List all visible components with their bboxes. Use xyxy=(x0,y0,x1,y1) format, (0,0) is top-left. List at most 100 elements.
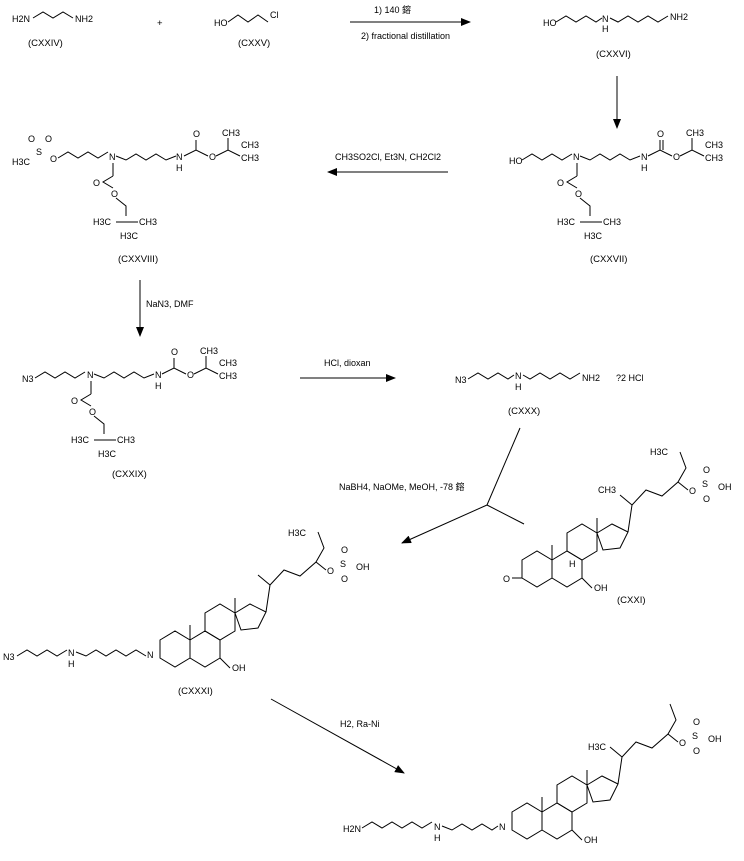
carbamate-bond xyxy=(647,149,673,157)
compound-label: (CXXI) xyxy=(617,595,646,606)
hydrogen-atom: H xyxy=(569,559,576,569)
amine-atom: N xyxy=(147,650,154,660)
chlorine-atom: Cl xyxy=(270,10,279,20)
sulfur-atom: S xyxy=(692,731,698,741)
compound-cxxv: HO Cl (CXXV) xyxy=(214,10,279,49)
amine-atom: N xyxy=(573,152,580,162)
chain-bond xyxy=(521,153,573,161)
carbamate-bond xyxy=(183,149,209,157)
methyl-group: H3C xyxy=(120,231,139,241)
hydroxyl-bond xyxy=(581,577,593,589)
methyl-group: CH3 xyxy=(219,358,237,368)
oxygen-atom: O xyxy=(50,154,57,164)
compound-cxxi: O OH H CH3 H3C O S O O OH (CXXI) xyxy=(503,447,732,606)
azide-group: N3 xyxy=(22,374,34,384)
amine-atom: H2N xyxy=(343,824,361,834)
compound-cxxviii: H3C S O O O N N H O O CH3 CH3 CH3 O O H3… xyxy=(12,128,259,265)
methyl-bond xyxy=(619,494,633,506)
condition-text: H2, Ra-Ni xyxy=(340,719,380,729)
hydroxyl-bond xyxy=(571,829,583,841)
oxygen-atom: O xyxy=(71,396,78,406)
oxygen-atom: O xyxy=(503,574,510,584)
methyl-group: CH3 xyxy=(139,217,157,227)
hydrogen-atom: H xyxy=(176,163,183,173)
ring-d xyxy=(234,603,267,631)
amine-atom: NH2 xyxy=(670,12,688,22)
oxygen-atom: O xyxy=(689,486,696,496)
compound-label: (CXXIX) xyxy=(112,469,147,480)
chain-bond xyxy=(75,649,147,657)
oxygen-atom: O xyxy=(575,189,582,199)
sulfur-atom: S xyxy=(36,147,42,157)
chain-bond xyxy=(555,15,603,23)
methyl-group: H3C xyxy=(588,742,607,752)
oxygen-atom: O xyxy=(341,574,348,584)
oxygen-atom: O xyxy=(693,746,700,756)
methyl-group: H3C xyxy=(584,231,603,241)
methyl-bond xyxy=(257,574,271,586)
amine-atom: N xyxy=(176,152,183,162)
reaction-arrow-6 xyxy=(401,504,488,544)
oxygen-atom: O xyxy=(679,738,686,748)
hydroxyl-bond xyxy=(219,657,231,669)
chain-bond xyxy=(16,649,68,657)
amine-atom: N xyxy=(602,14,609,24)
oxygen-atom: O xyxy=(93,178,100,188)
ring-b xyxy=(541,802,573,840)
ring-c xyxy=(566,523,598,561)
chain-bond xyxy=(227,14,269,23)
compound-product: H2N N H N OH H3C O S O O OH xyxy=(343,703,722,845)
amine-atom: N xyxy=(68,648,75,658)
compound-label: (CXXX) xyxy=(508,406,540,417)
methyl-group: CH3 xyxy=(222,128,240,138)
methyl-group: H3C xyxy=(557,217,576,227)
sulfate-bond xyxy=(667,733,679,743)
oxygen-atom: O xyxy=(341,545,348,555)
oxygen-atom: O xyxy=(193,129,200,139)
amine-atom: N xyxy=(87,370,94,380)
amine-atom: N xyxy=(641,152,648,162)
ring-a xyxy=(521,550,553,588)
hydrogen-atom: H xyxy=(155,381,162,391)
methyl-group: CH3 xyxy=(686,128,704,138)
chain-bond xyxy=(609,15,669,23)
oxygen-atom: O xyxy=(673,152,680,162)
methyl-group: H3C xyxy=(71,435,90,445)
methyl-group: H3C xyxy=(98,449,117,459)
oxygen-atom: O xyxy=(111,189,118,199)
oxygen-atom: O xyxy=(657,129,664,139)
condition-text: NaBH4, NaOMe, MeOH, -78 鎔 xyxy=(339,481,465,492)
methyl-group: CH3 xyxy=(117,435,135,445)
tbu-bond xyxy=(579,197,591,216)
reaction-arrow-7 xyxy=(270,698,405,774)
compound-cxxx: N3 N H NH2 ?2 HCl (CXXX) xyxy=(455,371,644,417)
oxygen-atom: O xyxy=(703,465,710,475)
compound-cxxix: N3 N N H O O CH3 CH3 CH3 O O H3C CH3 H3C… xyxy=(22,346,237,480)
sulfur-atom: S xyxy=(702,479,708,489)
condition-text: 2) fractional distillation xyxy=(361,31,450,41)
tbu-bond xyxy=(679,149,705,157)
tbu-bond xyxy=(115,197,127,216)
compound-label: (CXXVII) xyxy=(590,254,627,265)
ring-d xyxy=(586,775,619,803)
methyl-group: CH3 xyxy=(705,140,723,150)
hydroxyl-group: OH xyxy=(584,835,598,845)
ring-a xyxy=(511,802,543,840)
reaction-arrow-6-branch xyxy=(486,504,525,525)
amine-atom: NH2 xyxy=(75,14,93,24)
boc-bond xyxy=(102,175,114,189)
hydrogen-atom: H xyxy=(68,659,75,669)
chain-bond xyxy=(57,151,109,159)
side-chain-bond xyxy=(617,703,677,785)
oxygen-atom: O xyxy=(327,566,334,576)
tbu-bond xyxy=(93,415,105,434)
azide-group: N3 xyxy=(3,652,15,662)
ring-b xyxy=(551,550,583,588)
compound-cxxvi: HO N H NH2 (CXXVI) xyxy=(543,12,688,60)
condition-text: CH3SO2Cl, Et3N, CH2Cl2 xyxy=(335,152,441,162)
ring-c xyxy=(204,603,236,641)
chain-bond xyxy=(93,371,155,379)
azide-group: N3 xyxy=(455,375,467,385)
amine-atom: NH2 xyxy=(582,373,600,383)
